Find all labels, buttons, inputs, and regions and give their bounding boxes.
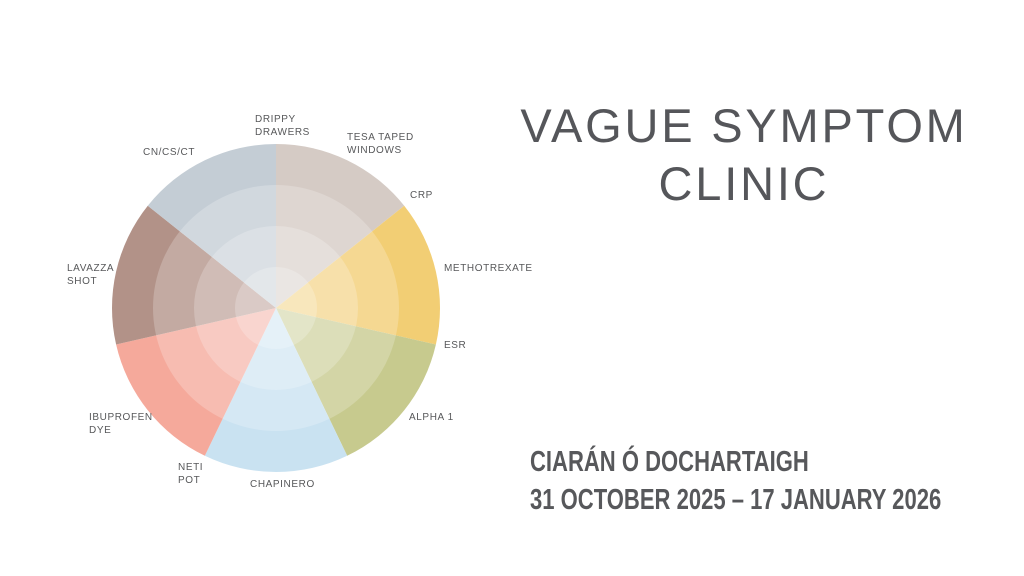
pie-segment-chapinero bbox=[204, 308, 348, 473]
pie-label-methotrexate: METHOTREXATE bbox=[444, 263, 533, 274]
pie-label-alpha-1: ALPHA 1 bbox=[409, 412, 454, 423]
pie-overlay-ring bbox=[235, 267, 317, 349]
pie-label-crp: CRP bbox=[410, 190, 433, 201]
pie-label-ibuprofen-dye: IBUPROFEN DYE bbox=[89, 412, 153, 436]
date-range: 31 OCTOBER 2025 – 17 JANUARY 2026 bbox=[530, 484, 942, 516]
pie-segment-cn-cs-ct bbox=[147, 144, 276, 308]
pie-overlay-ring bbox=[194, 226, 358, 390]
pie-segment-ibuprofen-dye bbox=[116, 308, 276, 456]
pie-label-cn-cs-ct: CN/CS/CT bbox=[143, 147, 196, 158]
pie-label-chapinero: CHAPINERO bbox=[250, 479, 315, 490]
pie-overlay-ring bbox=[153, 185, 399, 431]
pie-label-tesa-taped-windows: TESA TAPED WINDOWS bbox=[347, 132, 414, 156]
pie-label-neti-pot: NETI POT bbox=[178, 462, 204, 486]
author-name: CIARÁN Ó DOCHARTAIGH bbox=[530, 446, 809, 478]
pie-label-lavazza-shot: LAVAZZA SHOT bbox=[67, 263, 115, 287]
page-title: VAGUE SYMPTOM CLINIC bbox=[520, 99, 968, 210]
credit-block: CIARÁN Ó DOCHARTAIGH 31 OCTOBER 2025 – 1… bbox=[530, 443, 941, 519]
pie-label-drippy-drawers: DRIPPY DRAWERS bbox=[255, 114, 310, 138]
pie-segment-tesa-taped-windows bbox=[276, 144, 405, 308]
pie-segment-alpha-1 bbox=[276, 308, 436, 456]
pie-segment-methotrexate bbox=[276, 205, 441, 345]
pie-label-esr: ESR bbox=[444, 340, 467, 351]
pie-segment-lavazza-shot bbox=[111, 205, 276, 345]
